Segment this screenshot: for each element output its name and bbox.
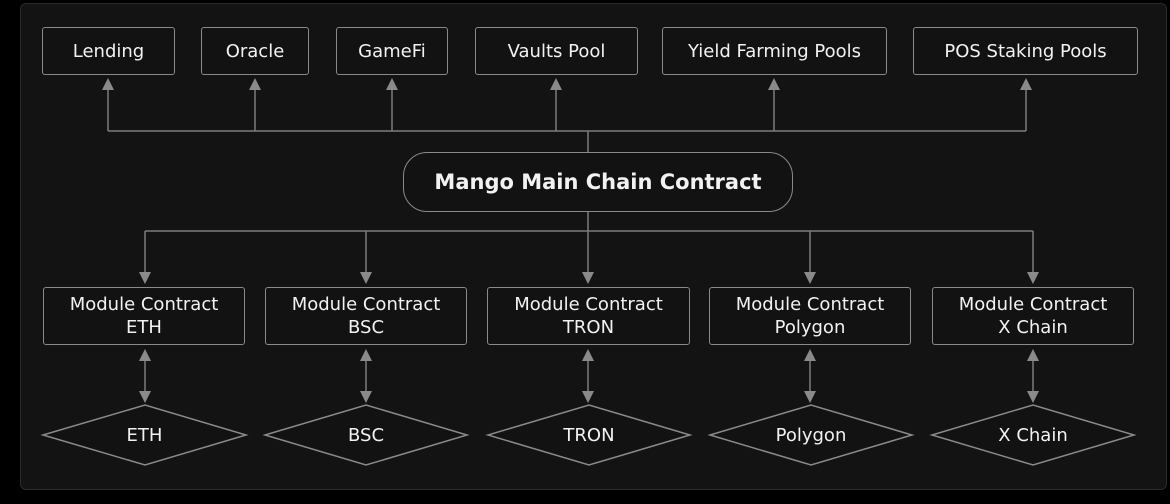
module-contract-eth-line2: ETH <box>126 317 162 338</box>
node-main-contract: Mango Main Chain Contract <box>403 152 793 212</box>
module-contract-bsc-line2: BSC <box>347 317 385 338</box>
chain-diamond-polygon <box>707 404 915 466</box>
node-vaults-pool-label: Vaults Pool <box>507 40 606 62</box>
node-yield-farming-pools: Yield Farming Pools <box>662 27 887 75</box>
chain-label-polygon: Polygon <box>775 424 847 446</box>
node-module-contract-tron: Module Contract TRON <box>487 287 690 345</box>
node-pos-staking-pools-label: POS Staking Pools <box>944 40 1107 62</box>
node-oracle-label: Oracle <box>225 40 285 62</box>
node-vaults-pool: Vaults Pool <box>475 27 638 75</box>
node-pos-staking-pools: POS Staking Pools <box>913 27 1138 75</box>
node-lending: Lending <box>42 27 175 75</box>
module-contract-polygon-line1: Module Contract <box>735 294 885 315</box>
node-module-contract-eth: Module Contract ETH <box>43 287 245 345</box>
node-module-contract-bsc: Module Contract BSC <box>265 287 467 345</box>
node-gamefi: GameFi <box>336 27 448 75</box>
node-gamefi-label: GameFi <box>358 40 426 62</box>
node-yield-farming-pools-label: Yield Farming Pools <box>687 40 862 62</box>
module-contract-eth-line1: Module Contract <box>69 294 219 315</box>
chain-label-tron: TRON <box>563 424 615 446</box>
module-contract-xchain-line2: X Chain <box>998 317 1068 338</box>
chain-label-bsc: BSC <box>347 424 385 446</box>
node-module-contract-xchain: Module Contract X Chain <box>932 287 1134 345</box>
chain-label-xchain: X Chain <box>998 424 1068 446</box>
chain-diamond-bsc <box>262 404 470 466</box>
module-contract-polygon-line2: Polygon <box>774 317 846 338</box>
module-contract-xchain-line1: Module Contract <box>958 294 1108 315</box>
module-contract-bsc-line1: Module Contract <box>291 294 441 315</box>
chain-diamond-tron <box>485 404 693 466</box>
node-main-contract-label: Mango Main Chain Contract <box>434 169 762 194</box>
chain-label-eth: ETH <box>126 424 163 446</box>
chain-diamond-eth <box>40 404 249 466</box>
module-contract-tron-line1: Module Contract <box>514 294 663 315</box>
chain-diamond-xchain <box>929 404 1137 466</box>
node-lending-label: Lending <box>72 40 145 62</box>
node-module-contract-polygon: Module Contract Polygon <box>709 287 911 345</box>
node-oracle: Oracle <box>201 27 309 75</box>
module-contract-tron-line2: TRON <box>562 317 615 338</box>
